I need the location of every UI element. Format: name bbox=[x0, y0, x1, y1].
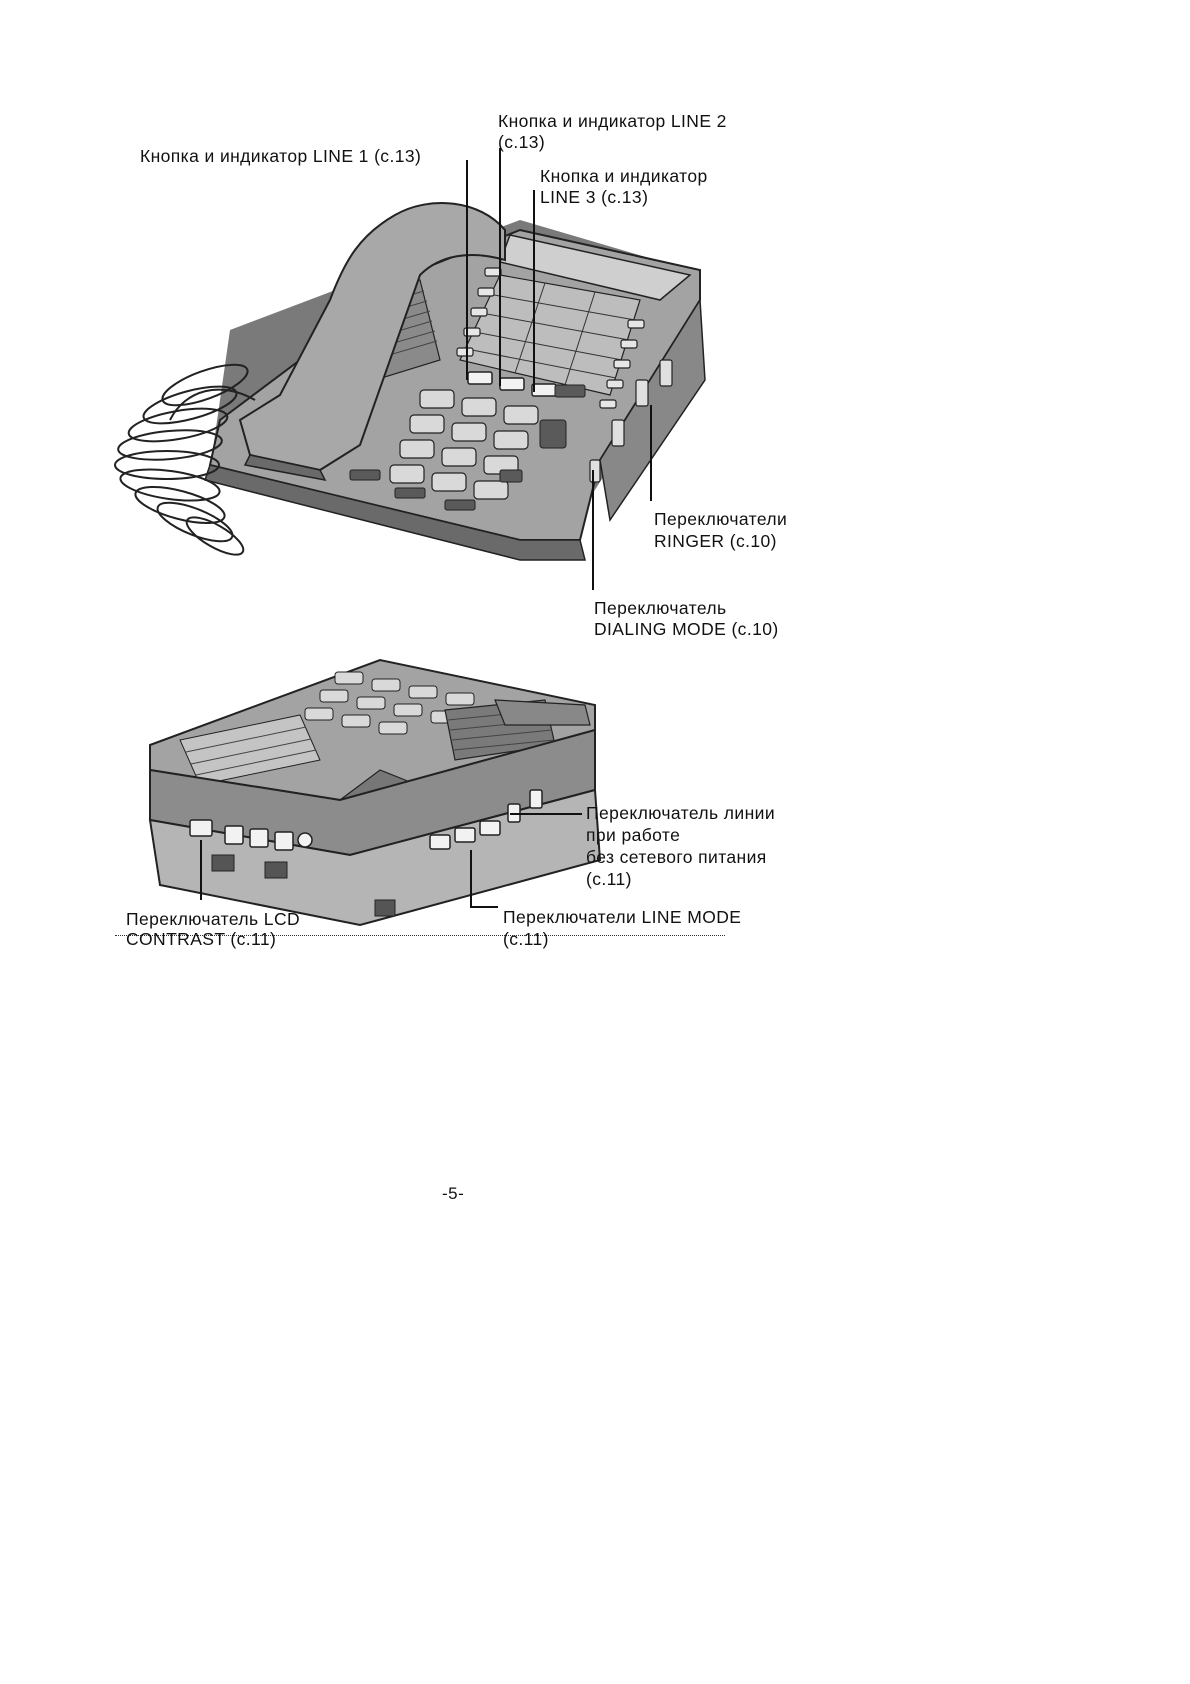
label-line3-page: LINE 3 (с.13) bbox=[540, 187, 649, 207]
leader-lcd bbox=[200, 840, 202, 900]
label-line2-title: Кнопка и индикатор LINE 2 bbox=[498, 111, 727, 131]
label-lcd-page: CONTRAST (с.11) bbox=[126, 929, 277, 949]
dotted-rule bbox=[115, 935, 725, 936]
label-line1: Кнопка и индикатор LINE 1 (с.13) bbox=[140, 146, 422, 166]
leader-power-h bbox=[510, 813, 582, 815]
label-power-line3: без сетевого питания bbox=[586, 847, 767, 867]
page-number: -5- bbox=[442, 1184, 465, 1203]
label-line3-title: Кнопка и индикатор bbox=[540, 166, 708, 186]
label-ringer-page: RINGER (с.10) bbox=[654, 531, 777, 551]
label-power-line1: Переключатель линии bbox=[586, 803, 776, 823]
leader-line2 bbox=[499, 148, 501, 386]
leader-dialing bbox=[592, 470, 594, 590]
label-power-line2: при работе bbox=[586, 825, 681, 845]
label-line2-page: (с.13) bbox=[498, 132, 546, 152]
label-dialing-page: DIALING MODE (с.10) bbox=[594, 619, 779, 639]
label-dialing-title: Переключатель bbox=[594, 598, 727, 618]
label-lcd-title: Переключатель LCD bbox=[126, 909, 301, 929]
label-ringer-title: Переключатели bbox=[654, 509, 788, 529]
label-power-line4: (с.11) bbox=[586, 869, 632, 889]
label-linemode-page: (с.11) bbox=[503, 929, 549, 949]
leader-line3 bbox=[533, 190, 535, 392]
leader-linemode-h bbox=[470, 906, 498, 908]
leader-ringer bbox=[650, 405, 652, 501]
leader-line1 bbox=[466, 160, 468, 380]
leader-linemode-v bbox=[470, 850, 472, 908]
label-linemode-title: Переключатели LINE MODE bbox=[503, 907, 742, 927]
